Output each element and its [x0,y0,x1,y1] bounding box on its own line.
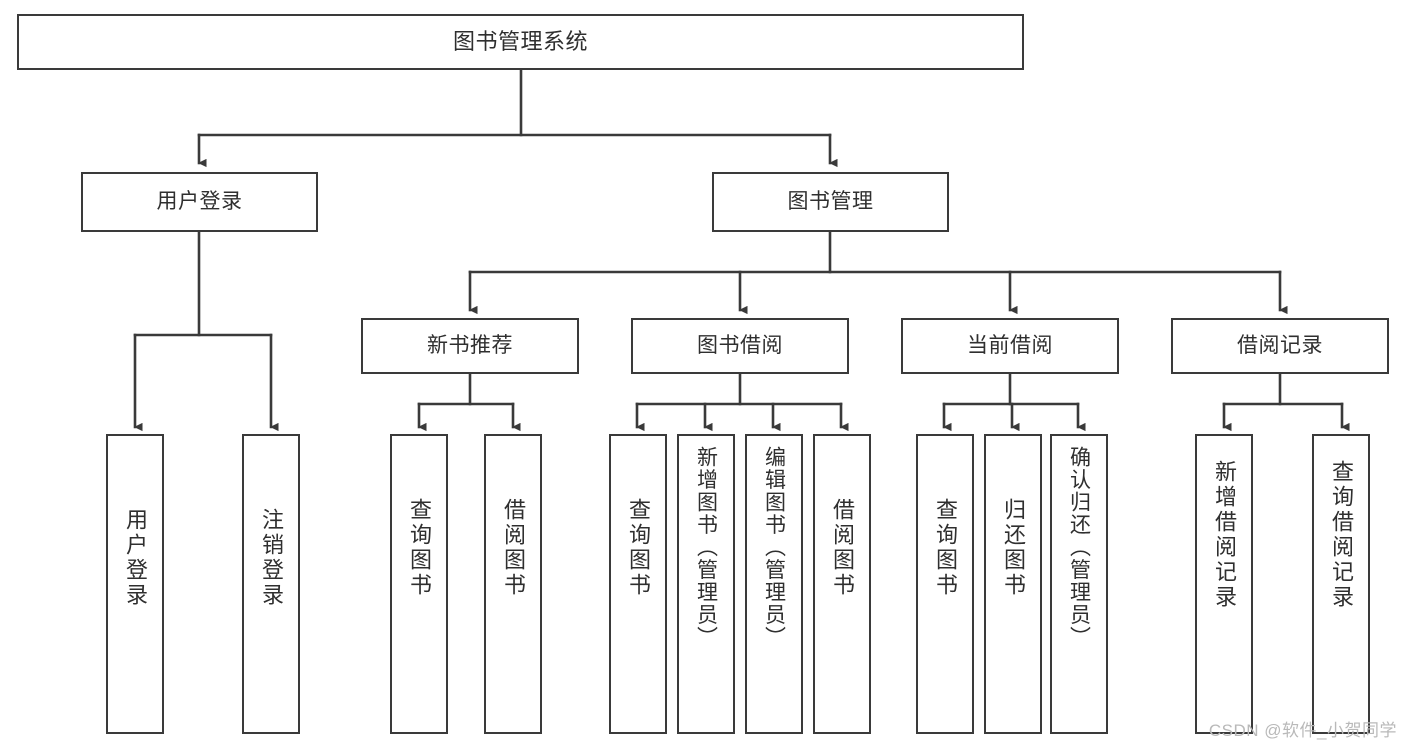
node-root-book-management-system[interactable]: 图书管理系统 [17,14,1024,70]
leaf-add-book-admin[interactable]: 新增图书（管理员） [677,434,735,734]
node-label: 确认归还（管理员） [1067,446,1091,649]
node-label: 新书推荐 [427,333,513,357]
node-label: 用户登录 [123,508,148,608]
node-user-login[interactable]: 用户登录 [81,172,318,232]
node-label: 查询图书 [933,498,958,598]
leaf-add-borrow-record[interactable]: 新增借阅记录 [1195,434,1253,734]
leaf-edit-book-admin[interactable]: 编辑图书（管理员） [745,434,803,734]
node-label: 查询图书 [626,498,651,598]
node-label: 新增图书（管理员） [694,446,718,649]
leaf-query-borrow-record[interactable]: 查询借阅记录 [1312,434,1370,734]
leaf-user-login[interactable]: 用户登录 [106,434,164,734]
node-label: 借阅图书 [830,498,855,598]
node-label: 图书借阅 [697,333,783,357]
leaf-borrow-book-new-rec[interactable]: 借阅图书 [484,434,542,734]
node-label: 新增借阅记录 [1212,460,1237,610]
node-label: 图书管理系统 [452,29,588,55]
node-book-borrow[interactable]: 图书借阅 [631,318,849,374]
node-label: 注销登录 [259,508,284,608]
watermark-csdn: CSDN @软件_小贺同学 [1208,721,1397,740]
node-current-borrow[interactable]: 当前借阅 [901,318,1119,374]
node-book-management[interactable]: 图书管理 [712,172,949,232]
leaf-query-book-new-rec[interactable]: 查询图书 [390,434,448,734]
node-label: 当前借阅 [967,333,1053,357]
leaf-borrow-book-borrow[interactable]: 借阅图书 [813,434,871,734]
leaf-logout[interactable]: 注销登录 [242,434,300,734]
node-new-book-recommendation[interactable]: 新书推荐 [361,318,579,374]
leaf-query-book-current[interactable]: 查询图书 [916,434,974,734]
node-label: 图书管理 [787,189,874,213]
leaf-confirm-return-admin[interactable]: 确认归还（管理员） [1050,434,1108,734]
leaf-query-book-borrow[interactable]: 查询图书 [609,434,667,734]
leaf-return-book[interactable]: 归还图书 [984,434,1042,734]
node-borrow-record[interactable]: 借阅记录 [1171,318,1389,374]
node-label: 编辑图书（管理员） [762,446,786,649]
node-label: 查询借阅记录 [1329,460,1354,610]
node-label: 借阅记录 [1237,333,1323,357]
node-label: 归还图书 [1001,498,1026,598]
node-label: 用户登录 [156,189,243,213]
node-label: 查询图书 [407,498,432,598]
node-label: 借阅图书 [501,498,526,598]
